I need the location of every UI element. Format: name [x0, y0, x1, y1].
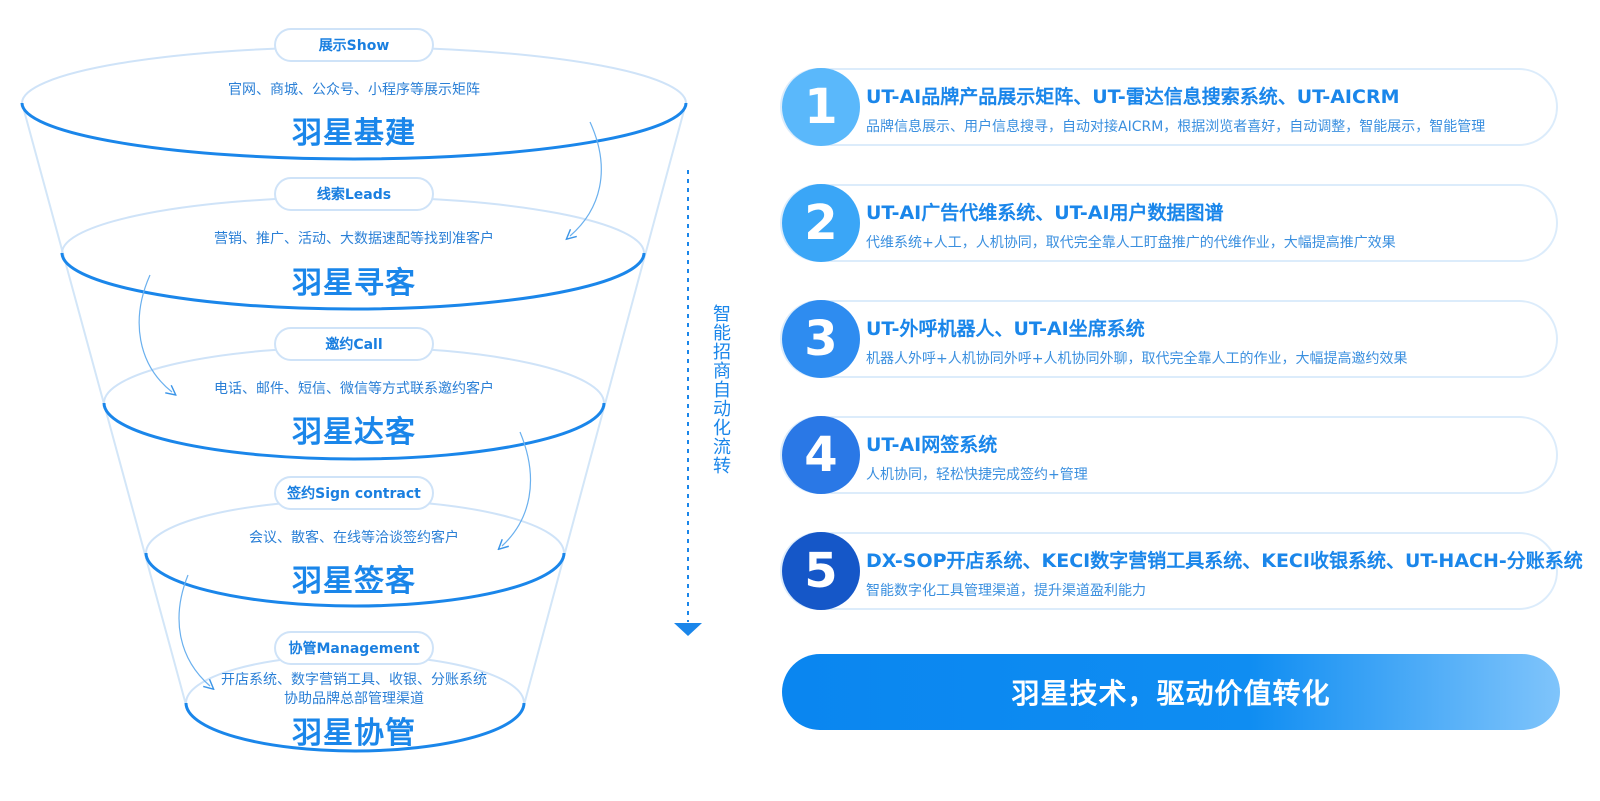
stage-desc-call: 电话、邮件、短信、微信等方式联系邀约客户: [214, 381, 494, 397]
flow-arrow-2: [138, 274, 172, 392]
solution-card-3: 3 UT-外呼机器人、UT-AI坐席系统 机器人外呼+人机协同外呼+人机协同外聊…: [780, 300, 1558, 378]
slogan-banner: 羽星技术，驱动价值转化: [782, 654, 1560, 730]
stage-title-qianke: 羽星签客: [292, 564, 416, 599]
solution-card-5: 5 DX-SOP开店系统、KECI数字营销工具系统、KECI收银系统、UT-HA…: [780, 532, 1583, 610]
step-number-1: 1: [782, 68, 860, 146]
stage-title-xieguan: 羽星协管: [292, 716, 416, 751]
card-desc-2: 代维系统+人工，人机协同，取代完全靠人工盯盘推广的代维作业，大幅提高推广效果: [866, 235, 1396, 251]
card-title-1: UT-AI品牌产品展示矩阵、UT-雷达信息搜索系统、UT-AICRM: [866, 86, 1400, 108]
card-title-4: UT-AI网签系统: [866, 434, 998, 456]
card-desc-5: 智能数字化工具管理渠道，提升渠道盈利能力: [866, 583, 1146, 599]
stage-title-dake: 羽星达客: [292, 415, 416, 450]
stage-desc-show: 官网、商城、公众号、小程序等展示矩阵: [228, 82, 480, 98]
stage-title-jijian: 羽星基建: [292, 116, 416, 151]
stage-desc-sign: 会议、散客、在线等洽谈签约客户: [249, 530, 459, 546]
flow-label: 智能招商自动化流转: [713, 304, 731, 477]
card-desc-3: 机器人外呼+人机协同外呼+人机协同外聊，取代完全靠人工的作业，大幅提高邀约效果: [866, 351, 1408, 367]
flow-arrow-3: [502, 431, 532, 546]
stage-tag-sign: 签约Sign contract: [274, 476, 434, 510]
step-number-5: 5: [782, 532, 860, 610]
card-title-3: UT-外呼机器人、UT-AI坐席系统: [866, 318, 1145, 340]
solution-card-1: 1 UT-AI品牌产品展示矩阵、UT-雷达信息搜索系统、UT-AICRM 品牌信…: [780, 68, 1558, 146]
stage-desc-management: 开店系统、数字营销工具、收银、分账系统: [221, 672, 487, 688]
stage-title-xunke: 羽星寻客: [292, 266, 416, 301]
card-desc-4: 人机协同，轻松快捷完成签约+管理: [866, 467, 1088, 483]
card-title-2: UT-AI广告代维系统、UT-AI用户数据图谱: [866, 202, 1224, 224]
step-number-3: 3: [782, 300, 860, 378]
flow-arrow-4: [178, 574, 210, 686]
stage-desc-leads: 营销、推广、活动、大数据速配等找到准客户: [214, 231, 494, 247]
stage-tag-show: 展示Show: [274, 28, 434, 62]
solution-card-2: 2 UT-AI广告代维系统、UT-AI用户数据图谱 代维系统+人工，人机协同，取…: [780, 184, 1558, 262]
flow-arrow-1: [570, 121, 602, 236]
stage-desc-management-2: 协助品牌总部管理渠道: [284, 691, 424, 707]
solution-card-4: 4 UT-AI网签系统 人机协同，轻松快捷完成签约+管理: [780, 416, 1558, 494]
stage-tag-management: 协管Management: [274, 631, 434, 665]
step-number-4: 4: [782, 416, 860, 494]
flow-arrowhead: [674, 623, 702, 636]
stage-tag-call: 邀约Call: [274, 327, 434, 361]
stage-tag-leads: 线索Leads: [274, 177, 434, 211]
card-desc-1: 品牌信息展示、用户信息搜寻，自动对接AICRM，根据浏览者喜好，自动调整，智能展…: [866, 119, 1486, 135]
step-number-2: 2: [782, 184, 860, 262]
card-title-5: DX-SOP开店系统、KECI数字营销工具系统、KECI收银系统、UT-HACH…: [866, 550, 1583, 572]
